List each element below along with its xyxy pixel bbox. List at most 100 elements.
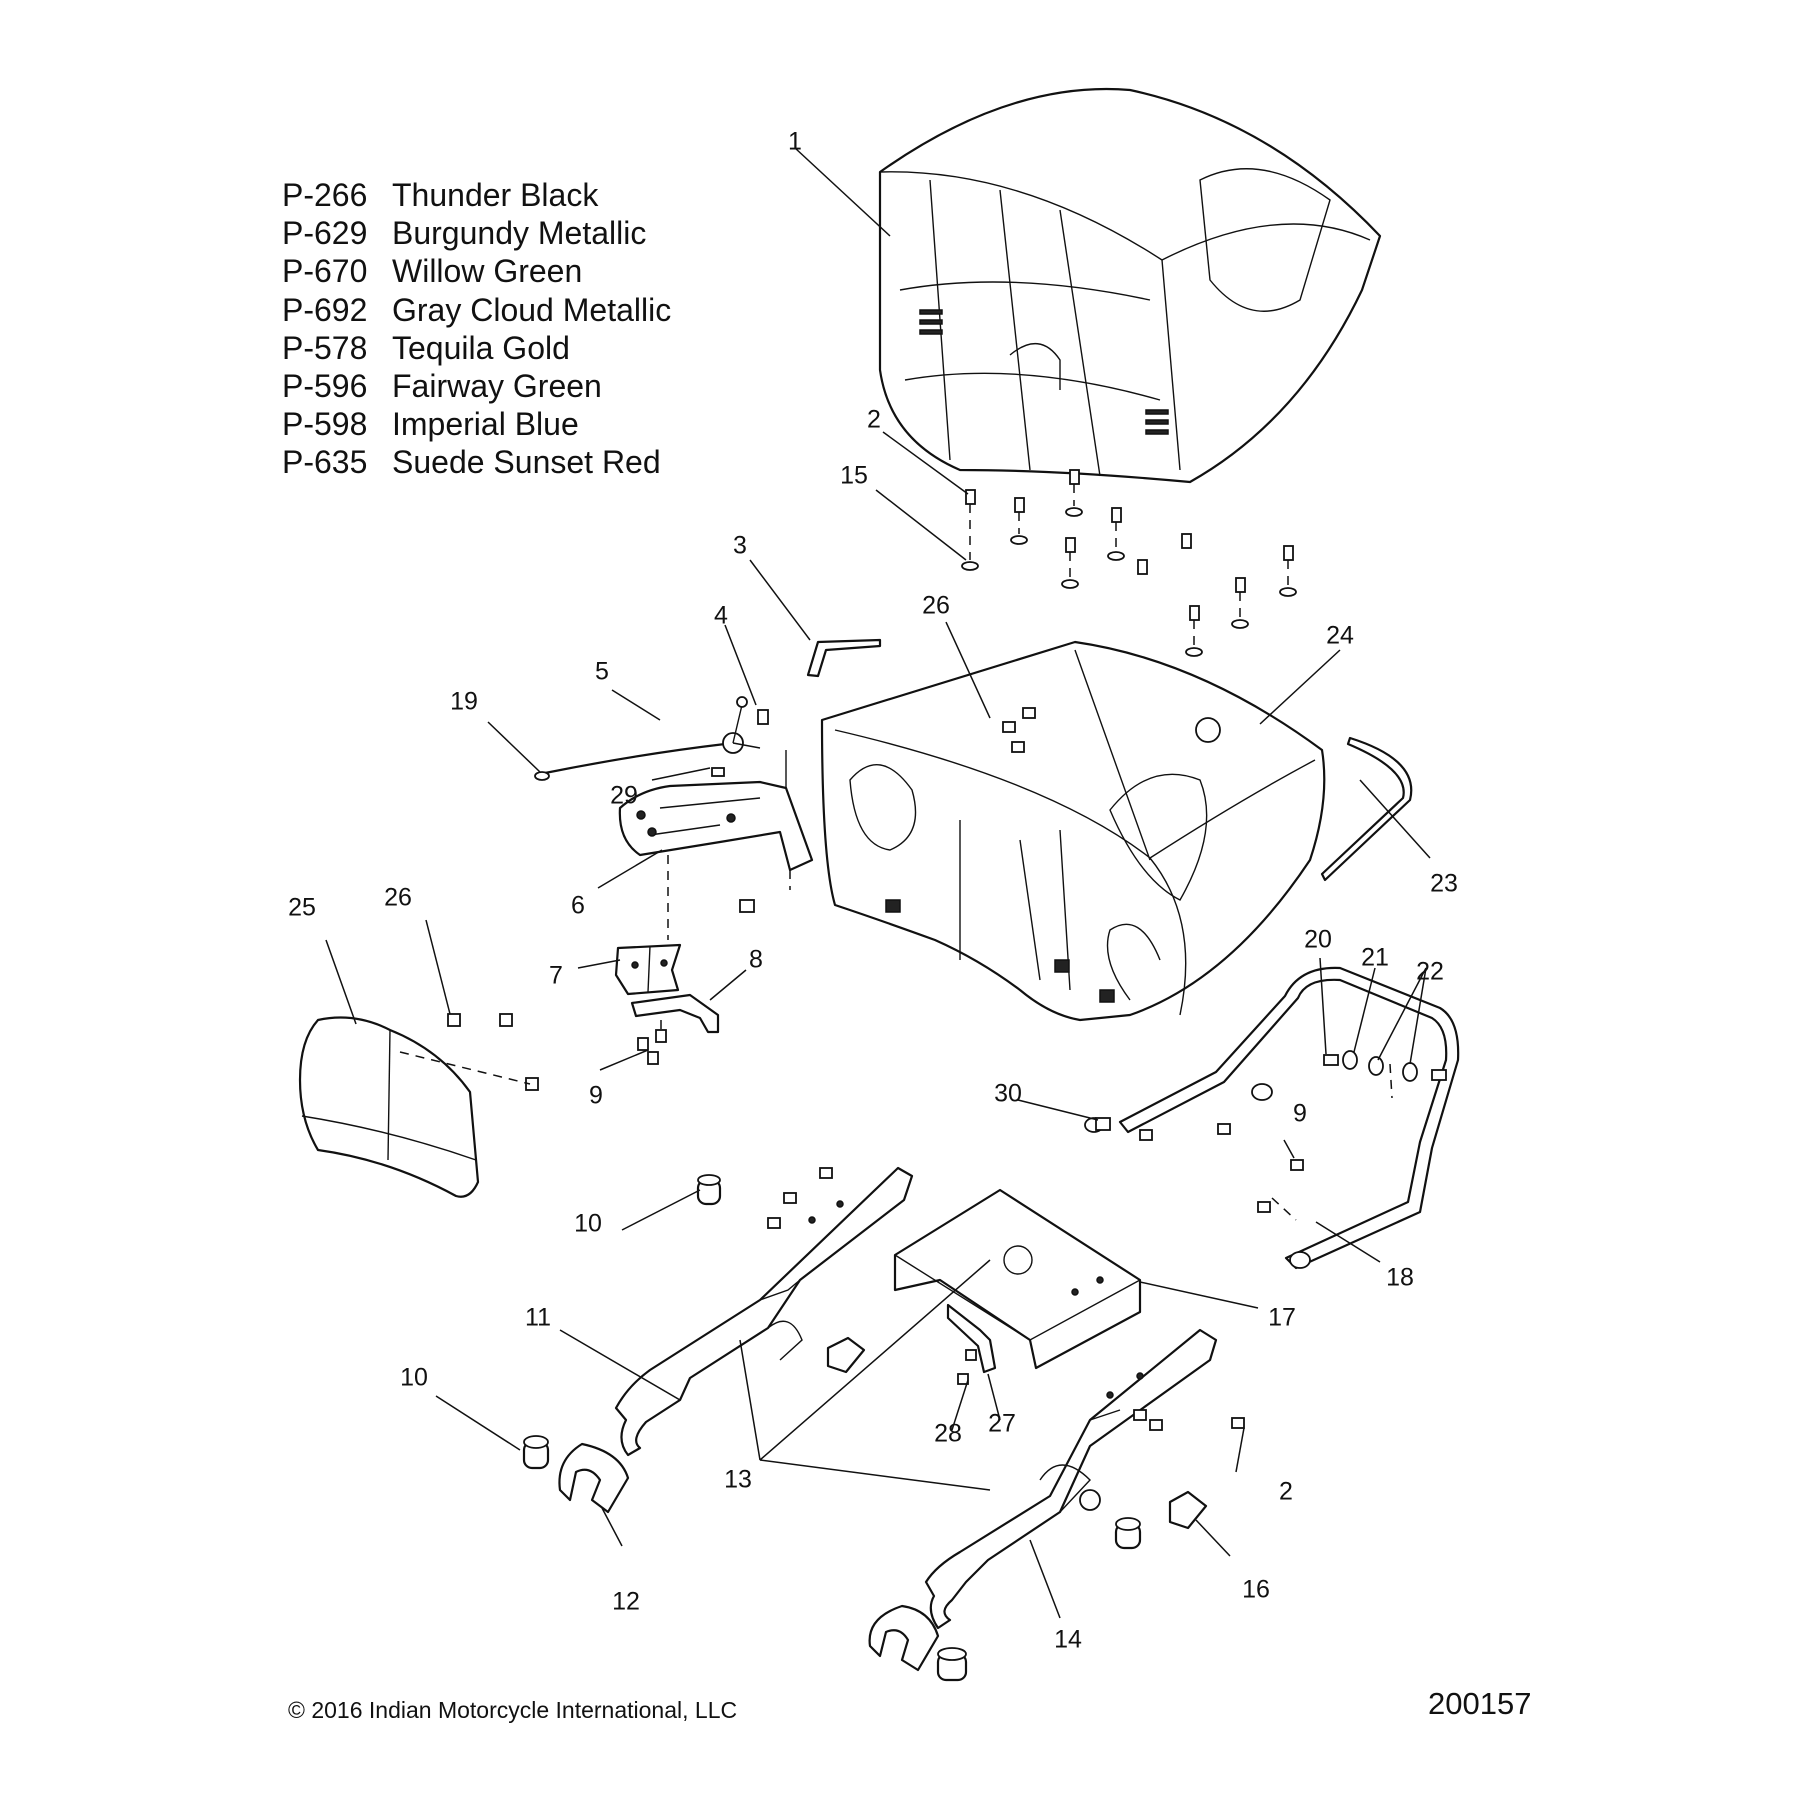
callout-26-left: 26 — [384, 883, 412, 912]
callout-2-bottom: 2 — [1279, 1477, 1293, 1506]
paint-name: Suede Sunset Red — [392, 444, 661, 481]
paint-name: Fairway Green — [392, 368, 602, 405]
callout-19: 19 — [450, 687, 478, 716]
callout-26-top: 26 — [922, 591, 950, 620]
callout-6: 6 — [571, 891, 585, 920]
callout-20: 20 — [1304, 925, 1332, 954]
bolt-part-20 — [1323, 1054, 1339, 1066]
figure-number: 200157 — [1428, 1686, 1532, 1721]
callout-28: 28 — [934, 1419, 962, 1448]
callout-10-upper: 10 — [574, 1209, 602, 1238]
latch-bracket-part-8 — [630, 993, 720, 1034]
paint-name: Tequila Gold — [392, 329, 570, 366]
nut-part-30 — [1095, 1117, 1111, 1131]
callout-8: 8 — [749, 945, 763, 974]
callout-7: 7 — [549, 961, 563, 990]
grommet-part-16-right — [1168, 1490, 1208, 1530]
callout-30: 30 — [994, 1079, 1022, 1108]
paint-color-legend: P-266 Thunder Black P-629 Burgundy Metalli… — [282, 176, 671, 482]
right-bracket-part-14 — [924, 1328, 1218, 1630]
mount-plate-part-17 — [893, 1188, 1142, 1370]
lanyard-cable-part-5 — [544, 696, 761, 775]
paint-code: P-635 — [282, 444, 368, 481]
paint-code: P-578 — [282, 329, 368, 366]
callout-9-left: 9 — [589, 1081, 603, 1110]
paint-code: P-598 — [282, 406, 368, 443]
paint-code: P-629 — [282, 215, 368, 252]
latch-striker-part-27 — [946, 1303, 997, 1374]
callout-2-top: 2 — [867, 405, 881, 434]
callout-15: 15 — [840, 461, 868, 490]
paint-code: P-266 — [282, 177, 368, 213]
screws-right-bracket — [1133, 1409, 1245, 1431]
callout-22: 22 — [1416, 957, 1444, 986]
callout-3: 3 — [733, 531, 747, 560]
fastener-set-2-15 — [961, 469, 1297, 657]
legend-row: P-578 Tequila Gold — [282, 329, 671, 367]
callout-24: 24 — [1326, 621, 1354, 650]
trim-strip-part-23 — [1320, 736, 1413, 882]
isolator-lower-right — [868, 1604, 940, 1672]
callout-23: 23 — [1430, 869, 1458, 898]
screw-part-29 — [711, 767, 725, 777]
copyright-notice: © 2016 Indian Motorcycle International, … — [288, 1697, 738, 1723]
hinge-bracket-part-6 — [618, 750, 814, 940]
callout-17: 17 — [1268, 1303, 1296, 1332]
screws-part-9-right — [1139, 1123, 1304, 1171]
paint-name: Thunder Black — [392, 177, 599, 213]
trunk-base-part-24 — [820, 640, 1326, 1022]
callout-16: 16 — [1242, 1575, 1270, 1604]
callout-9-right: 9 — [1293, 1099, 1307, 1128]
bushing-bottom — [936, 1647, 968, 1682]
screws-part-9-left — [637, 1020, 667, 1065]
paint-code: P-692 — [282, 291, 368, 328]
paint-code: P-596 — [282, 368, 368, 405]
legend-row: P-629 Burgundy Metallic — [282, 214, 671, 252]
screw-part-4 — [757, 709, 769, 725]
paint-name: Willow Green — [392, 253, 583, 290]
callout-13: 13 — [724, 1465, 752, 1494]
fasteners-part-26-left — [399, 1013, 539, 1091]
grommet-part-16-upper — [826, 1336, 866, 1374]
hinge-part-7 — [614, 943, 682, 996]
legend-row: P-596 Fairway Green — [282, 367, 671, 405]
bushing-part-10-upper — [696, 1174, 722, 1206]
callout-21: 21 — [1361, 943, 1389, 972]
paint-code: P-670 — [282, 253, 368, 290]
cover-pad-part-25 — [298, 1016, 480, 1198]
spacers-part-22 — [1368, 1056, 1447, 1099]
bushing-lower-right — [1114, 1517, 1142, 1550]
trunk-lid-part-1 — [878, 87, 1382, 484]
callout-1: 1 — [788, 127, 802, 156]
paint-name: Burgundy Metallic — [392, 215, 647, 252]
legend-row: P-635 Suede Sunset Red — [282, 443, 671, 481]
callout-29: 29 — [610, 781, 638, 810]
callout-4: 4 — [714, 601, 728, 630]
screws-left-bracket — [767, 1167, 833, 1229]
legend-row: P-598 Imperial Blue — [282, 405, 671, 443]
legend-row: P-670 Willow Green — [282, 252, 671, 290]
legend-row: P-266 Thunder Black — [282, 176, 671, 214]
bushing-part-10-lower — [522, 1435, 550, 1470]
washer-part-21 — [1342, 1050, 1358, 1070]
screws-part-28 — [957, 1349, 977, 1385]
callout-18: 18 — [1386, 1263, 1414, 1292]
frame-rail-part-18 — [1084, 966, 1460, 1270]
callout-11: 11 — [525, 1303, 551, 1332]
left-bracket-part-11 — [614, 1166, 914, 1457]
isolator-part-12 — [558, 1442, 630, 1514]
callout-10-lower: 10 — [400, 1363, 428, 1392]
callout-12: 12 — [612, 1587, 640, 1616]
leader-lines — [325, 147, 1431, 1619]
paint-name: Imperial Blue — [392, 406, 579, 443]
legend-row: P-692 Gray Cloud Metallic — [282, 291, 671, 329]
washer-part-19 — [534, 771, 550, 781]
callout-5: 5 — [595, 657, 609, 686]
callout-14: 14 — [1054, 1625, 1082, 1654]
callout-27: 27 — [988, 1409, 1016, 1438]
callout-25: 25 — [288, 893, 316, 922]
latch-rod-part-3 — [806, 638, 882, 678]
paint-name: Gray Cloud Metallic — [392, 291, 672, 328]
